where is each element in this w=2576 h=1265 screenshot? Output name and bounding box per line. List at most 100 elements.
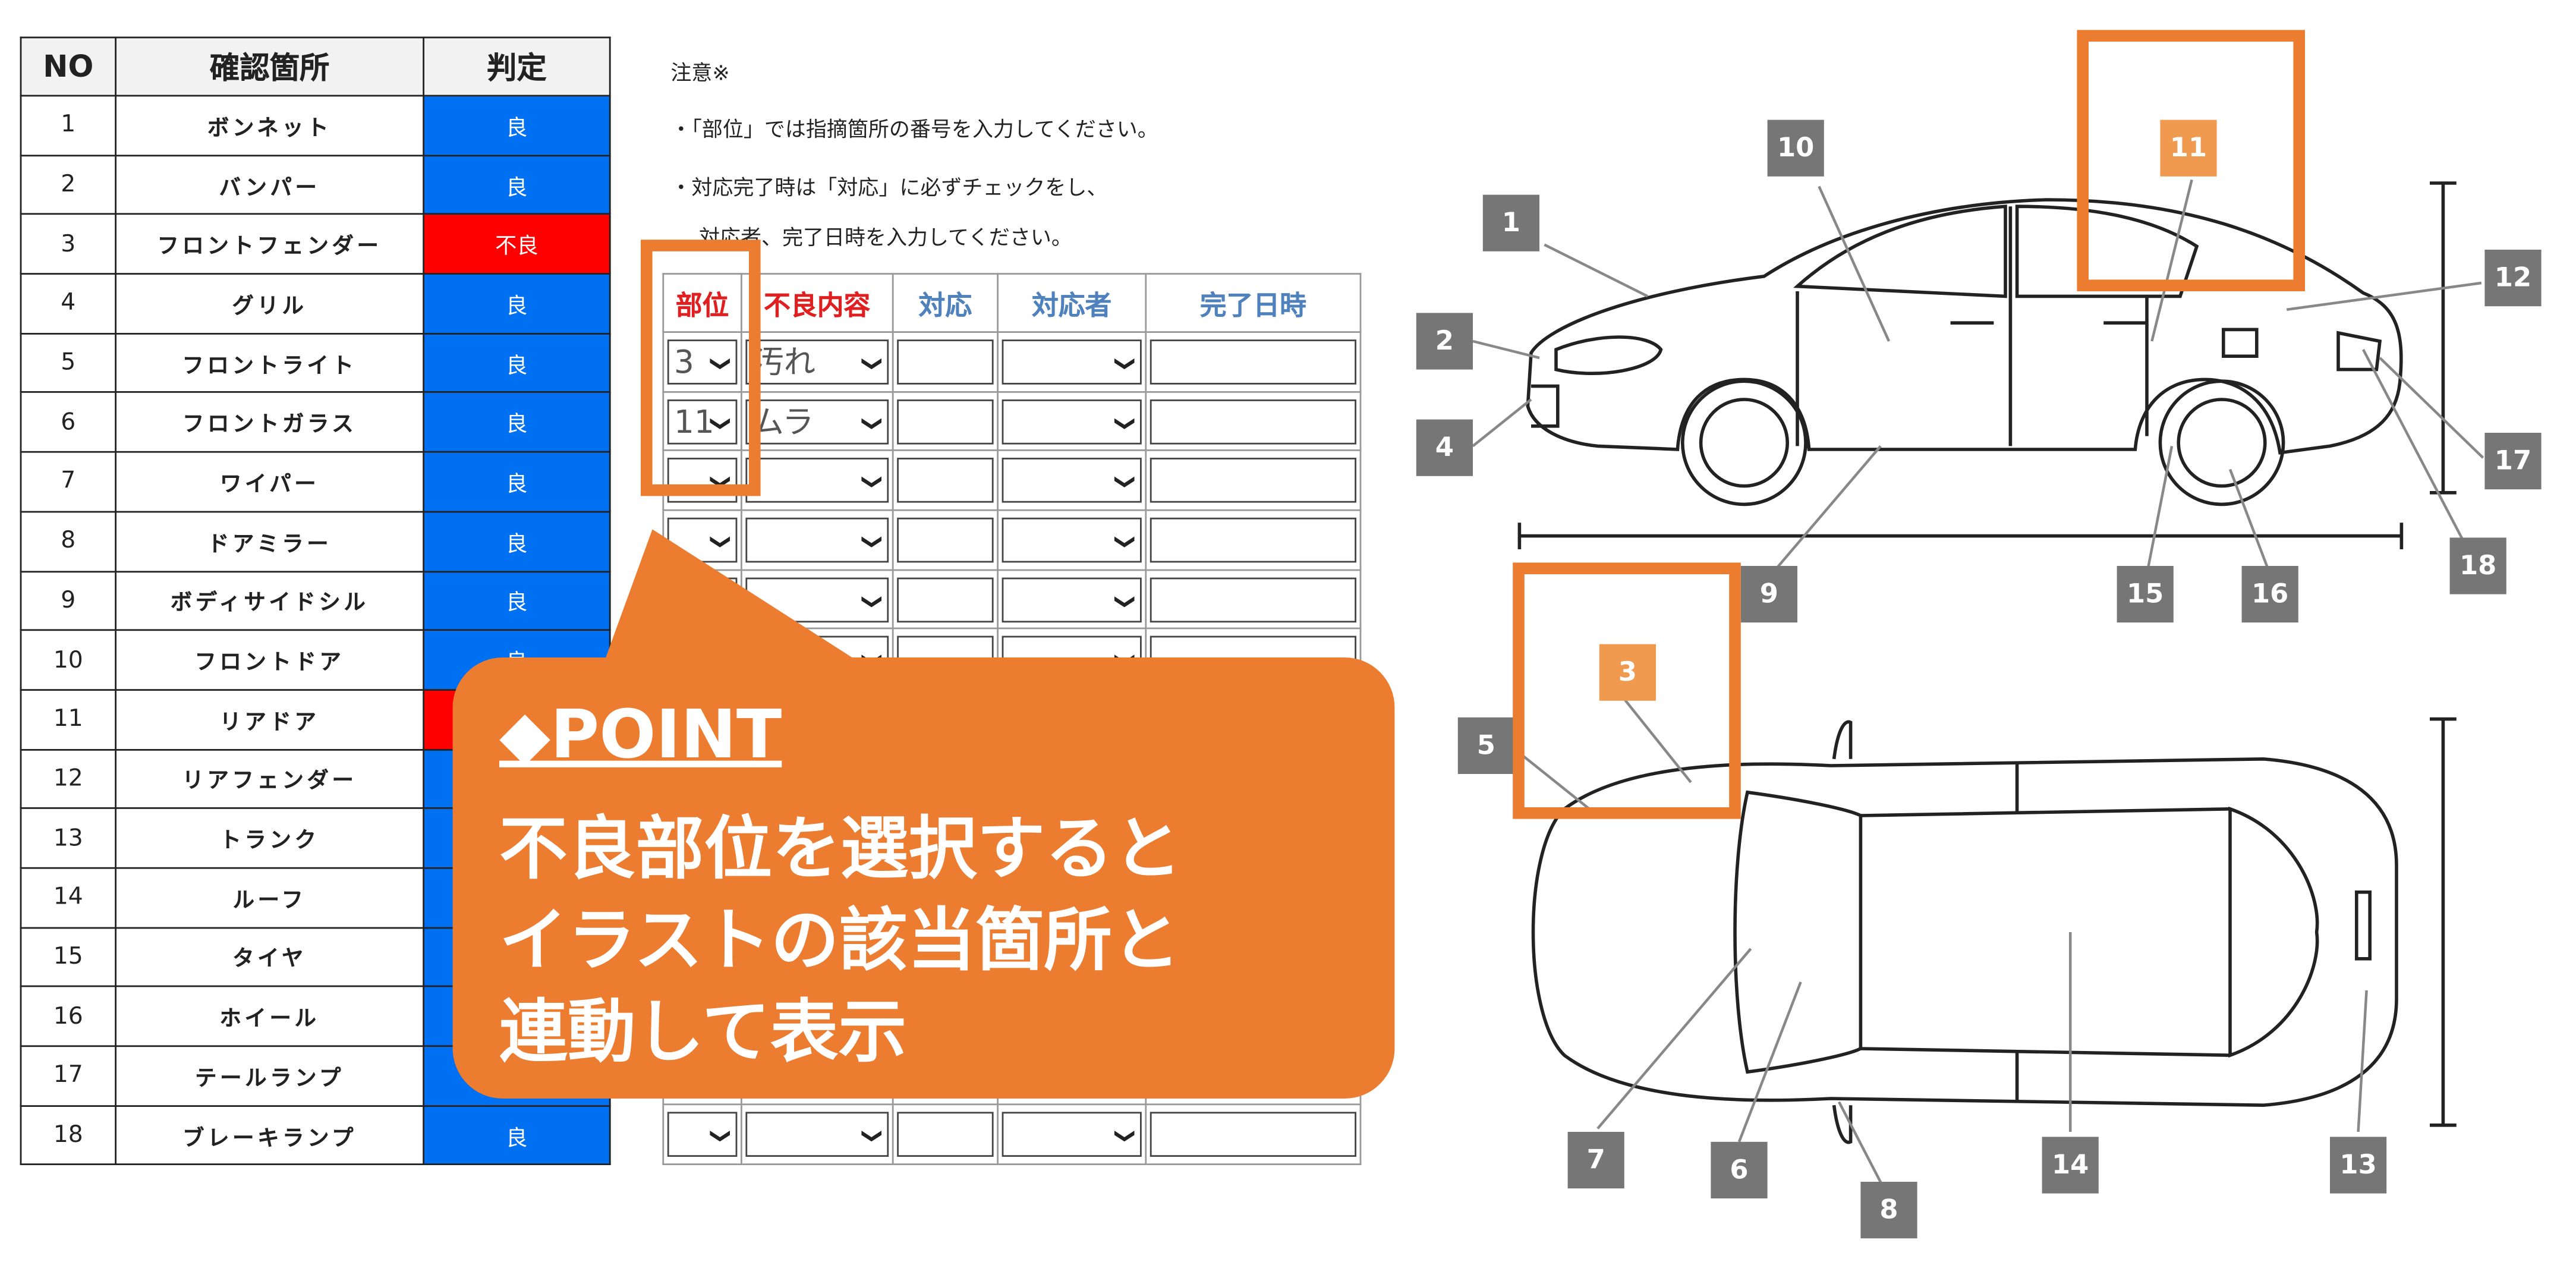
inspection-row-no: 8: [20, 511, 116, 572]
inspection-row-location: ルーフ: [115, 867, 424, 929]
diagram-label-17: 17: [2484, 433, 2542, 490]
handler-select[interactable]: ❯: [1002, 1111, 1142, 1157]
completed-at-input[interactable]: [1150, 398, 1356, 444]
diagram-label-16: 16: [2241, 566, 2298, 623]
inspection-row-judgement[interactable]: 不良: [423, 213, 611, 275]
notes-line-1: ・「部位」では指摘箇所の番号を入力してください。: [670, 117, 1158, 141]
handled-checkbox-cell[interactable]: [897, 577, 994, 622]
defect-select[interactable]: ムラ❯: [745, 398, 889, 444]
defect-select-value: ムラ: [752, 404, 814, 440]
car-top-roof: [1860, 807, 2231, 1057]
handled-checkbox-cell[interactable]: [897, 398, 994, 444]
inspection-row-location: ボディサイドシル: [115, 570, 424, 631]
handler-select[interactable]: ❯: [1002, 398, 1142, 444]
car-side-taillight: [2336, 331, 2382, 372]
header-handled: 対応: [892, 273, 999, 333]
inspection-row-no: 4: [20, 273, 116, 335]
defect-select[interactable]: 汚れ❯: [745, 339, 889, 385]
diagram-label-3: 3: [1599, 644, 1656, 701]
inspection-row-location: グリル: [115, 273, 424, 335]
inspection-row-no: 12: [20, 748, 116, 810]
completed-at-input[interactable]: [1150, 517, 1356, 563]
part-column-highlight: [641, 240, 761, 496]
header-judgement: 判定: [423, 36, 611, 97]
callout-body: 不良部位を選択すると イラストの該当箇所と 連動して表示: [499, 804, 1182, 1078]
part-select[interactable]: ❯: [667, 1111, 738, 1157]
completed-at-input[interactable]: [1150, 1111, 1356, 1157]
part-select[interactable]: 3❯: [667, 339, 738, 385]
callout-line-1: 不良部位を選択すると: [499, 808, 1182, 889]
defect-input-row: ❯❯❯: [662, 450, 1362, 511]
car-top-body: [1531, 757, 2398, 1107]
highlight-front-fender: [1513, 562, 1741, 819]
diagram-label-8: 8: [1860, 1182, 1917, 1239]
inspection-row-no: 18: [20, 1104, 116, 1166]
car-side-rear-rim: [2177, 398, 2267, 488]
defect-input-row: 3❯汚れ❯ ❯: [662, 331, 1362, 392]
defect-select[interactable]: ❯: [745, 458, 889, 504]
inspection-row-location: フロントドア: [115, 629, 424, 691]
diagram-label-5: 5: [1457, 717, 1514, 774]
handler-select[interactable]: ❯: [1002, 517, 1142, 563]
car-side-rear-wheel: [2158, 379, 2285, 506]
defect-select-value: 汚れ: [752, 344, 816, 381]
completed-at-input[interactable]: [1150, 458, 1356, 504]
defect-select[interactable]: ❯: [745, 1111, 889, 1157]
inspection-row-location: リアドア: [115, 688, 424, 750]
header-part: 部位: [662, 273, 742, 333]
defect-input-row: 11❯ムラ❯ ❯: [662, 391, 1362, 452]
inspection-row-judgement[interactable]: 良: [423, 570, 611, 631]
inspection-row-no: 6: [20, 392, 116, 453]
inspection-row-judgement[interactable]: 良: [423, 451, 611, 512]
callout-line-3: 連動して表示: [499, 992, 907, 1072]
inspection-row-no: 10: [20, 629, 116, 691]
inspection-row-judgement[interactable]: 良: [423, 273, 611, 335]
handler-select[interactable]: ❯: [1002, 577, 1142, 622]
header-location: 確認箇所: [115, 36, 424, 97]
notes-title: 注意※: [670, 59, 730, 85]
diagram-label-15: 15: [2117, 566, 2174, 623]
inspection-row-judgement[interactable]: 良: [423, 392, 611, 453]
diagram-label-6: 6: [1711, 1141, 1768, 1198]
completed-at-input[interactable]: [1150, 577, 1356, 622]
inspection-row-location: ホイール: [115, 986, 424, 1047]
inspection-row-no: 14: [20, 867, 116, 929]
completed-at-input[interactable]: [1150, 339, 1356, 385]
part-select[interactable]: 11❯: [667, 398, 738, 444]
handled-checkbox-cell[interactable]: [897, 458, 994, 504]
handled-checkbox-cell[interactable]: [897, 517, 994, 563]
callout-line-2: イラストの該当箇所と: [499, 900, 1180, 981]
inspection-row-judgement[interactable]: 良: [423, 95, 611, 156]
diagram-label-4: 4: [1416, 419, 1473, 476]
inspection-row-location: ブレーキランプ: [115, 1104, 424, 1166]
inspection-row-location: ボンネット: [115, 95, 424, 156]
car-side-windows: [1793, 204, 2199, 298]
header-handler: 対応者: [997, 273, 1147, 333]
inspection-row-judgement[interactable]: 良: [423, 511, 611, 572]
handler-select[interactable]: ❯: [1002, 458, 1142, 504]
defect-input-header: 部位 不良内容 対応 対応者 完了日時: [662, 273, 1362, 333]
header-no: NO: [20, 36, 116, 97]
point-callout: ◆POINT 不良部位を選択すると イラストの該当箇所と 連動して表示: [452, 657, 1395, 1099]
inspection-row-location: トランク: [115, 807, 424, 869]
inspection-row-judgement[interactable]: 良: [423, 332, 611, 394]
part-select[interactable]: ❯: [667, 458, 738, 504]
handler-select[interactable]: ❯: [1002, 339, 1142, 385]
inspection-row-no: 5: [20, 332, 116, 394]
diagram-label-7: 7: [1567, 1132, 1624, 1189]
inspection-row-judgement[interactable]: 良: [423, 154, 611, 216]
car-top-mirror-right: [1832, 1104, 1853, 1144]
inspection-row-judgement[interactable]: 良: [423, 1104, 611, 1166]
car-top-mirror-left: [1832, 720, 1853, 760]
diagram-label-11: 11: [2160, 119, 2217, 177]
callout-heading: ◆POINT: [499, 697, 782, 774]
header-defect: 不良内容: [741, 273, 894, 333]
highlight-rear-door: [2077, 30, 2305, 292]
handled-checkbox-cell[interactable]: [897, 1111, 994, 1157]
handled-checkbox-cell[interactable]: [897, 339, 994, 385]
